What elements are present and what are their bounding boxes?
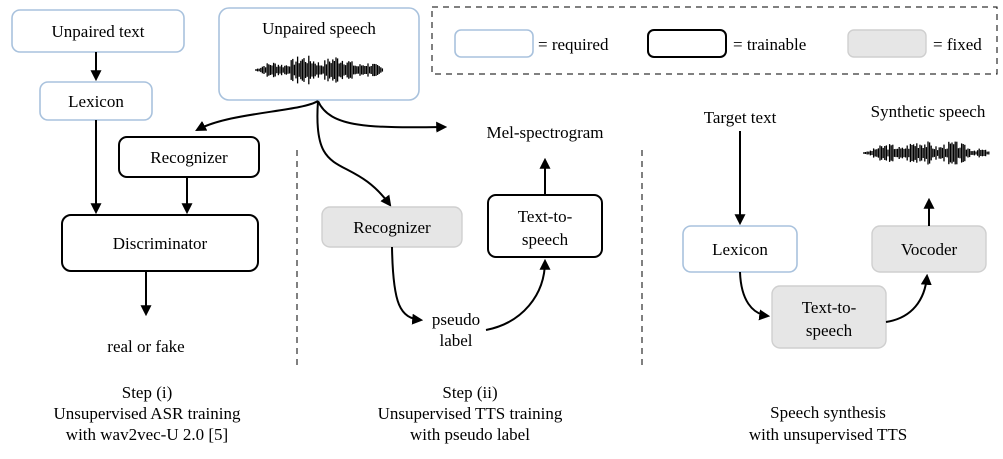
lexicon-label-step1: Lexicon	[68, 92, 124, 111]
target-text-label: Target text	[704, 108, 777, 127]
step3-panel: Target text Synthetic speech Lexicon Voc…	[682, 102, 990, 444]
recognizer-label-step2: Recognizer	[353, 218, 431, 237]
recognizer-box-step1	[118, 136, 260, 178]
step3-caption-line2: with unsupervised TTS	[749, 425, 907, 444]
step1-caption-line1: Step (i)	[122, 383, 173, 402]
discriminator-box	[61, 214, 259, 272]
tts-label-step2-line2: speech	[522, 230, 569, 249]
tts-label-step2-line1: Text-to-	[518, 207, 573, 226]
step2-caption-line1: Step (ii)	[442, 383, 497, 402]
lexicon-label-step3: Lexicon	[712, 240, 768, 259]
speech-waveform-icon	[255, 55, 384, 85]
arrow-speech-to-mel	[317, 100, 448, 133]
step1-panel: Unpaired text Lexicon Recognizer Discrim…	[11, 9, 260, 444]
synthetic-speech-label: Synthetic speech	[871, 102, 986, 121]
unpaired-speech-label: Unpaired speech	[262, 19, 376, 38]
mel-spectrogram-label: Mel-spectrogram	[486, 123, 603, 142]
discriminator-label: Discriminator	[113, 234, 208, 253]
arrow-speech-to-recognizer	[195, 100, 319, 132]
real-or-fake-label: real or fake	[107, 337, 184, 356]
legend-trainable-label: = trainable	[733, 35, 806, 54]
legend-fixed-swatch	[847, 29, 927, 58]
unpaired-text-label: Unpaired text	[52, 22, 145, 41]
tts-label-step3-line1: Text-to-	[802, 298, 857, 317]
tts-box-step3	[771, 285, 887, 349]
step3-caption-line1: Speech synthesis	[770, 403, 886, 422]
recognizer-label-step1: Recognizer	[150, 148, 228, 167]
unpaired-speech-group: Unpaired speech	[195, 7, 448, 207]
arrow-recognizer-to-pseudo	[391, 246, 424, 325]
legend-trainable-swatch	[647, 29, 727, 58]
legend-required-label: = required	[538, 35, 609, 54]
legend-fixed-label: = fixed	[933, 35, 982, 54]
synthetic-speech-waveform-icon	[863, 141, 990, 165]
step2-panel: Mel-spectrogram Recognizer Text-to- spee…	[321, 123, 604, 444]
arrow-speech-to-recognizer-step2	[316, 100, 392, 207]
vocoder-label: Vocoder	[901, 240, 958, 259]
arrow-lexicon-to-tts	[739, 271, 771, 321]
step1-caption-line2: Unsupervised ASR training	[54, 404, 241, 423]
arrow-tts-to-vocoder	[885, 273, 932, 323]
step2-caption-line2: Unsupervised TTS training	[378, 404, 563, 423]
step2-caption-line3: with pseudo label	[410, 425, 530, 444]
legend-required-swatch	[454, 29, 534, 58]
pseudo-label-line2: label	[439, 331, 472, 350]
legend-frame	[431, 6, 998, 75]
legend: = required = trainable = fixed	[431, 6, 998, 75]
tts-label-step3-line2: speech	[806, 321, 853, 340]
unpaired-speech-box	[218, 7, 420, 101]
arrow-pseudo-to-tts	[485, 258, 551, 331]
unpaired-text-box	[11, 9, 185, 53]
step1-caption-line3: with wav2vec-U 2.0 [5]	[66, 425, 228, 444]
pseudo-label-line1: pseudo	[432, 310, 480, 329]
